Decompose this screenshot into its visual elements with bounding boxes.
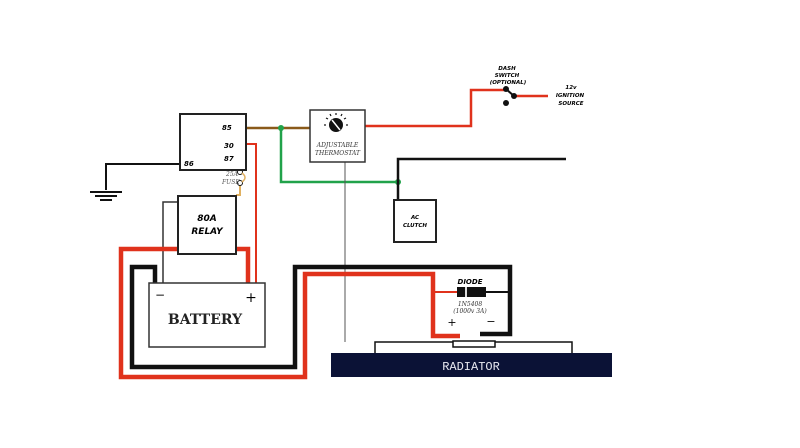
thermostat-label-line1: ADJUSTABLE xyxy=(316,142,359,149)
ignition-label-line3: SOURCE xyxy=(558,101,583,107)
control-relay-box xyxy=(179,113,247,171)
ignition-label-line2: IGNITION xyxy=(556,93,585,99)
pin-30-label: 30 xyxy=(224,142,234,150)
radiator-block xyxy=(331,353,612,377)
fuse-label-line2: FUSE xyxy=(221,179,240,186)
fuse-wire xyxy=(236,183,241,196)
diode-negative-label: − xyxy=(486,315,495,328)
power-relay-label-line2: RELAY xyxy=(191,227,224,237)
power-relay-label-line1: 80A xyxy=(197,214,217,224)
ground-symbol-icon xyxy=(90,191,122,201)
ac-clutch-label-line2: CLUTCH xyxy=(403,223,427,229)
battery-box xyxy=(148,282,266,348)
diode-positive-label: + xyxy=(447,316,456,329)
red-wire-pin30 xyxy=(246,143,257,283)
power-relay-box xyxy=(177,195,237,255)
red-power-wire xyxy=(118,246,460,380)
battery-label: BATTERY xyxy=(168,312,243,328)
dash-switch-label-line3: (OPTIONAL) xyxy=(490,80,527,86)
pin-87-label: 87 xyxy=(224,155,234,163)
junction-dot xyxy=(278,125,284,131)
battery-negative-terminal: − xyxy=(155,288,165,302)
radiator-label: RADIATOR xyxy=(442,360,500,374)
thermostat-label-line2: THERMOSTAT xyxy=(315,150,361,157)
green-wire xyxy=(279,128,398,184)
ac-clutch-label-line1: AC xyxy=(410,215,419,221)
diode-rating: (1000v 3A) xyxy=(453,308,487,315)
black-ground-wire xyxy=(129,264,513,370)
dial-knob-icon xyxy=(324,113,348,132)
diode-label: DIODE xyxy=(458,278,483,286)
red-power-wire xyxy=(236,246,251,283)
diode-part-number: 1N5408 xyxy=(458,301,483,308)
dash-switch-label-line2: SWITCH xyxy=(495,73,520,79)
ac-clutch-wire xyxy=(396,157,566,200)
battery-positive-terminal: + xyxy=(245,290,257,306)
ac-clutch-box xyxy=(393,199,437,243)
fan-connector xyxy=(452,340,496,348)
diode-icon xyxy=(457,287,486,297)
dash-switch-icon xyxy=(503,86,517,106)
pin-85-label: 85 xyxy=(222,124,232,132)
fuse-label-line1: 25A xyxy=(225,171,239,178)
ground-wire xyxy=(105,163,180,190)
pin-86-label: 86 xyxy=(184,160,194,168)
ignition-label-line1: 12v xyxy=(565,85,577,91)
relay-ground-wire xyxy=(162,201,178,283)
red-wire-thermostat-switch xyxy=(365,88,505,128)
dash-switch-label-line1: DASH xyxy=(498,66,516,72)
